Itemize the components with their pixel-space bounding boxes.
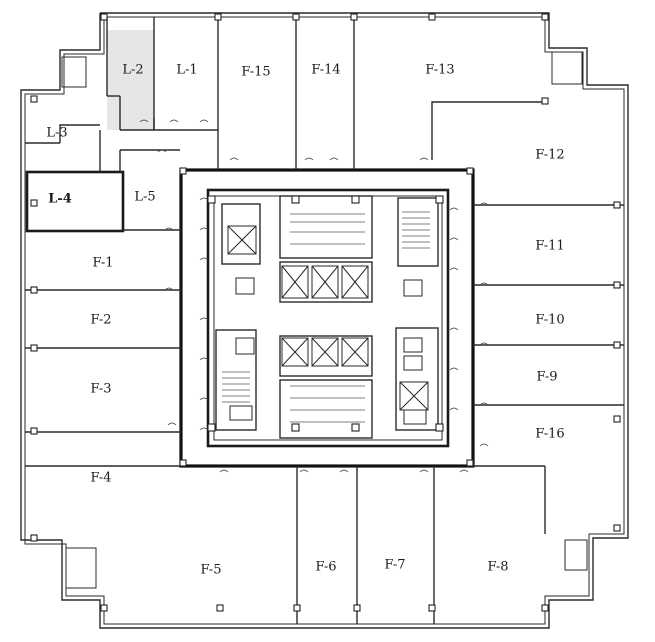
room-labels: L-2 L-1 F-15 F-14 F-13 L-3 F-12 L-4 L-5 …: [46, 63, 564, 578]
label-l5: L-5: [134, 190, 155, 205]
partitions: [25, 17, 624, 624]
label-f11: F-11: [535, 239, 564, 254]
label-l2: L-2: [122, 63, 143, 78]
label-f13: F-13: [425, 63, 454, 78]
label-f9: F-9: [536, 370, 557, 385]
label-l3: L-3: [46, 126, 67, 141]
label-f5: F-5: [200, 563, 221, 578]
label-f14: F-14: [311, 63, 340, 78]
label-f4: F-4: [90, 471, 111, 486]
label-f2: F-2: [90, 313, 111, 328]
label-f15: F-15: [241, 65, 270, 80]
fixture-marks: [139, 119, 489, 473]
label-f16: F-16: [535, 427, 564, 442]
label-f12: F-12: [535, 148, 564, 163]
label-l1: L-1: [176, 63, 197, 78]
label-f10: F-10: [535, 313, 564, 328]
label-f8: F-8: [487, 560, 508, 575]
label-f7: F-7: [384, 558, 405, 573]
columns: [30, 13, 621, 612]
label-f1: F-1: [92, 256, 113, 271]
core: [179, 168, 475, 468]
room-l2-shade: [107, 30, 154, 130]
label-f6: F-6: [315, 560, 336, 575]
outer-walls: [20, 12, 629, 629]
label-l4: L-4: [48, 192, 72, 207]
label-f3: F-3: [90, 382, 111, 397]
